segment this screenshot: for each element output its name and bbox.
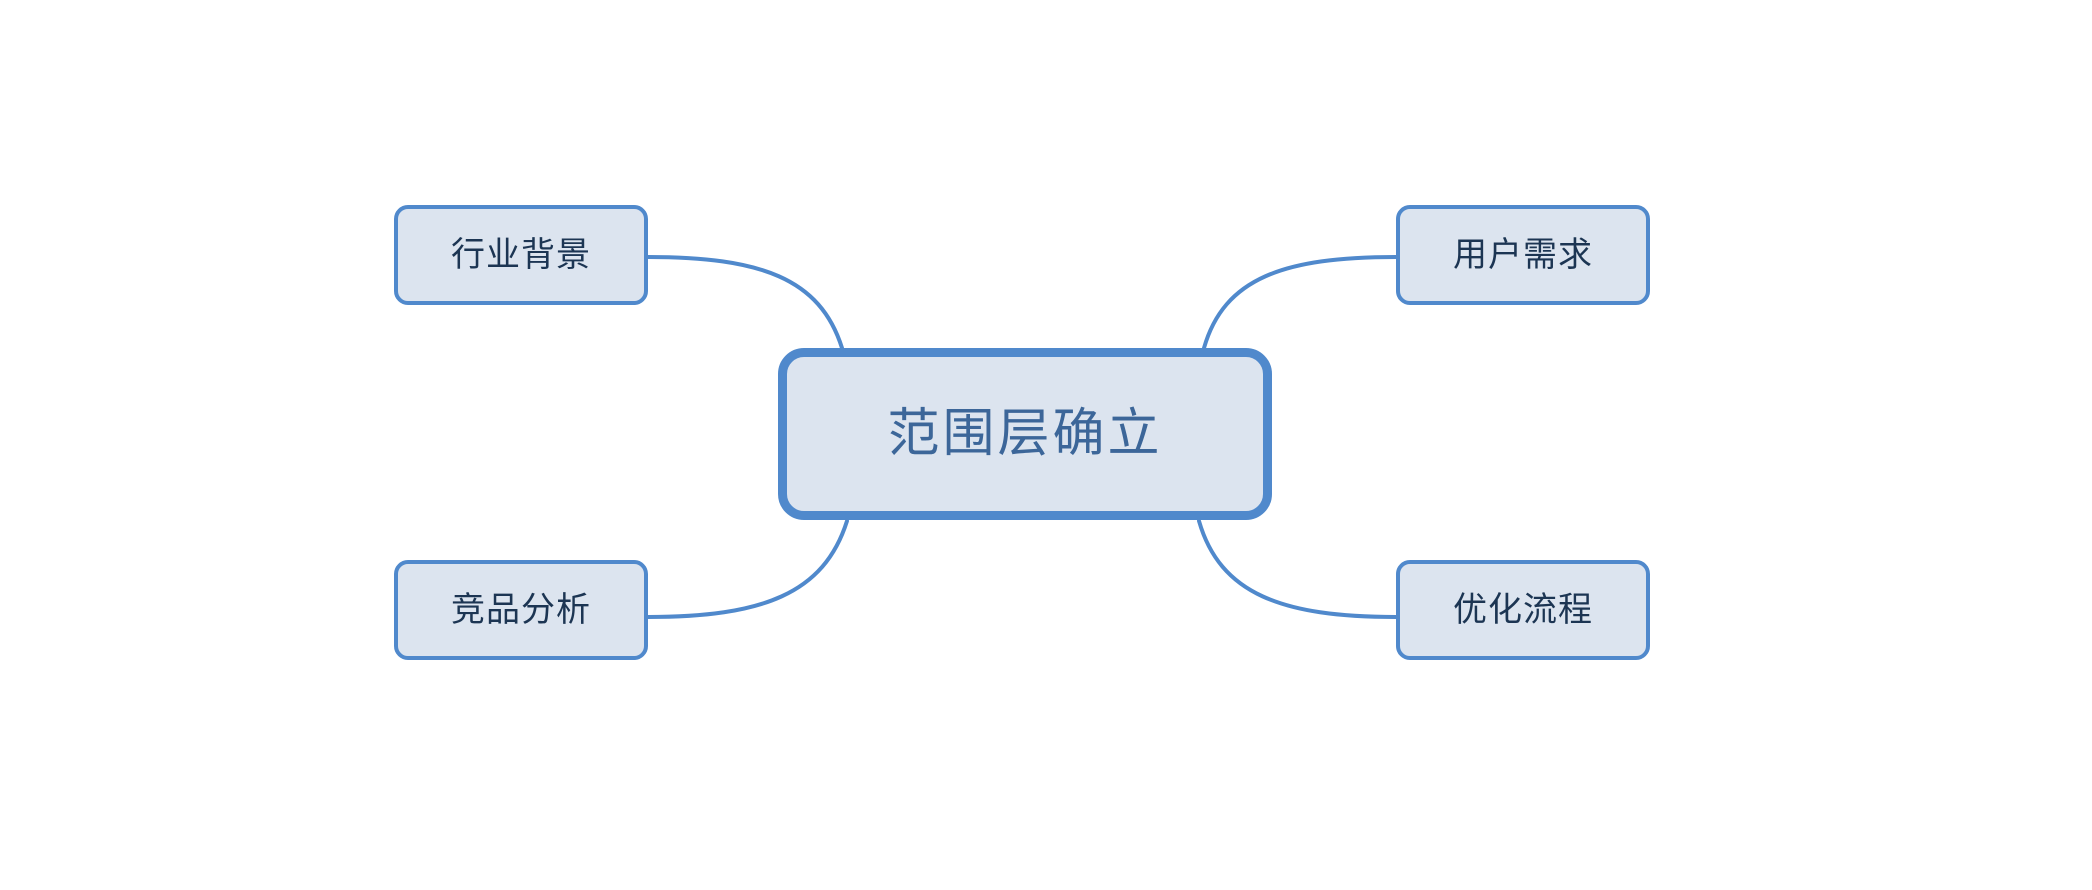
mindmap-node-user-needs[interactable]: 用户需求 xyxy=(1396,205,1650,305)
node-label: 行业背景 xyxy=(451,236,591,274)
mindmap-node-competitor-analysis[interactable]: 竞品分析 xyxy=(394,560,648,660)
node-label: 范围层确立 xyxy=(887,405,1163,463)
mindmap-node-industry-background[interactable]: 行业背景 xyxy=(394,205,648,305)
connector-central-to-competitor-analysis xyxy=(646,519,849,619)
mindmap-node-central[interactable]: 范围层确立 xyxy=(778,348,1272,520)
connector-central-to-user-needs xyxy=(1202,255,1398,350)
node-label: 优化流程 xyxy=(1453,591,1593,629)
mindmap-node-process-optimization[interactable]: 优化流程 xyxy=(1396,560,1650,660)
node-label: 用户需求 xyxy=(1453,236,1593,274)
connector-central-to-process-optimization xyxy=(1197,519,1398,619)
node-label: 竞品分析 xyxy=(451,591,591,629)
connector-central-to-industry-background xyxy=(646,255,844,350)
